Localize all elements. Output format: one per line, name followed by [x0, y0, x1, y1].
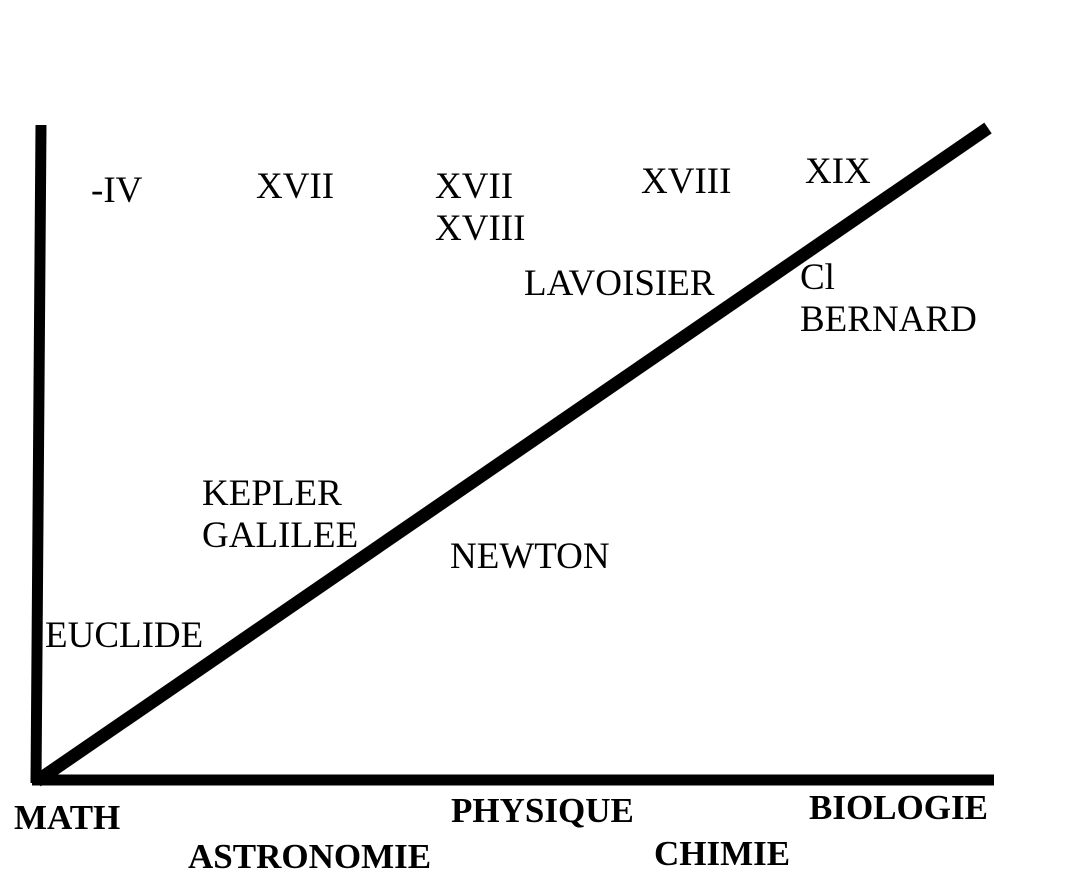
- discipline-label-physique: PHYSIQUE: [451, 791, 634, 830]
- discipline-label-math: MATH: [14, 798, 121, 837]
- scientist-label-newton: NEWTON: [450, 536, 610, 577]
- diagonal-progression-line: [33, 122, 992, 787]
- discipline-label-chimie: CHIMIE: [654, 834, 791, 873]
- century-label-minus-iv: -IV: [91, 170, 143, 211]
- century-label-xvii: XVII: [256, 166, 335, 207]
- century-label-xvii-upper: XVII: [435, 166, 514, 207]
- discipline-label-biologie: BIOLOGIE: [809, 788, 988, 827]
- century-label-xix: XIX: [805, 151, 871, 192]
- scientist-label-lavoisier: LAVOISIER: [524, 263, 715, 304]
- scientist-label-euclide: EUCLIDE: [45, 615, 204, 656]
- discipline-label-astronomie: ASTRONOMIE: [188, 837, 432, 876]
- scientist-label-bernard: BERNARD: [800, 299, 977, 340]
- scientist-label-cl: Cl: [800, 257, 835, 298]
- scientist-label-galilee: GALILEE: [202, 515, 359, 556]
- scientist-label-kepler: KEPLER: [202, 473, 342, 514]
- century-label-xviii-lower: XVIII: [435, 208, 526, 249]
- vertical-axis: [30, 124, 47, 784]
- century-label-xviii: XVIII: [641, 161, 732, 202]
